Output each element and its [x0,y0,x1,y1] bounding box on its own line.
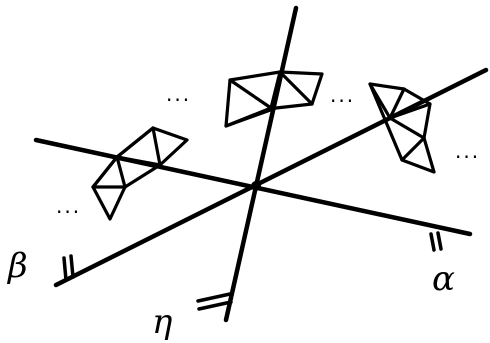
line-eta [223,5,299,323]
polygon-piece-right [368,82,436,174]
polygon-piece-top [224,70,324,128]
intersection-point [251,181,261,191]
label-alpha: α [432,259,455,299]
ellipsis-right: ··· [455,145,480,169]
eta-ticks [196,292,233,311]
ellipsis-left: ··· [56,200,81,224]
label-eta: η [152,302,173,342]
beta-ticks [62,254,75,282]
line-beta [53,67,489,288]
polygon-piece-left [91,126,189,221]
label-beta: β [6,246,28,286]
ellipsis-top-left: ··· [166,88,191,112]
alpha-ticks [429,231,443,252]
ellipsis-top-middle: ··· [330,89,355,113]
